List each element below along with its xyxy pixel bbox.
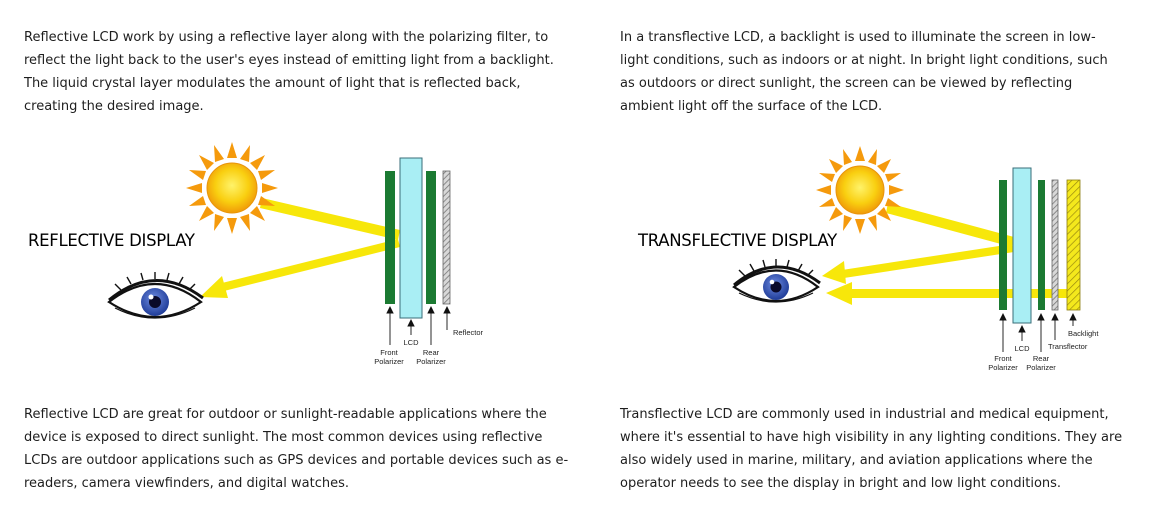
backlight-light-ray (850, 289, 1068, 298)
lcd-layer (399, 157, 423, 319)
rear-polarizer-label-line1: Rear (423, 348, 440, 357)
front-polarizer-layer (999, 180, 1007, 310)
transflective-intro-text: In a transflective LCD, a backlight is u… (620, 30, 1108, 114)
sun-icon (186, 142, 278, 234)
reflector-label: Reflector (453, 328, 484, 337)
reflective-intro-text: Reflective LCD work by using a reflectiv… (24, 30, 554, 114)
lcd-label: LCD (1014, 344, 1030, 353)
reflective-outro-text: Reflective LCD are great for outdoor or … (24, 407, 569, 491)
transflective-diagram: TRANSFLECTIVE DISPLAY Front Polarizer LC… (637, 146, 1099, 372)
front-polarizer-label-line1: Front (994, 354, 1012, 363)
front-polarizer-layer (385, 171, 395, 304)
reflective-display-title: REFLECTIVE DISPLAY (28, 231, 196, 250)
backlight-layer (1066, 179, 1081, 311)
eye-icon (107, 272, 204, 319)
lcd-layer (1012, 167, 1032, 324)
reflector-layer (442, 170, 451, 305)
rear-polarizer-label-line2: Polarizer (416, 357, 446, 366)
rear-polarizer-layer (426, 171, 436, 304)
lcd-label: LCD (403, 338, 419, 347)
reflective-diagram: REFLECTIVE DISPLAY Front Polarizer LCD R… (28, 142, 484, 366)
transflective-outro-text: Transflective LCD are commonly used in i… (620, 407, 1123, 491)
backlight-ray-arrowhead (826, 282, 852, 305)
reflected-ray-arrowhead (822, 261, 846, 284)
reflected-light-ray (842, 244, 1014, 278)
transflective-display-title: TRANSFLECTIVE DISPLAY (637, 231, 838, 250)
front-polarizer-label-line1: Front (380, 348, 398, 357)
reflected-ray-arrowhead (200, 276, 228, 298)
rear-polarizer-label-line1: Rear (1033, 354, 1050, 363)
front-polarizer-label-line2: Polarizer (374, 357, 404, 366)
rear-polarizer-layer (1038, 180, 1045, 310)
reflected-light-ray (222, 239, 400, 291)
backlight-label: Backlight (1068, 329, 1099, 338)
transflector-layer (1051, 179, 1059, 311)
front-polarizer-label-line2: Polarizer (988, 363, 1018, 372)
sun-icon (816, 146, 904, 234)
incoming-light-ray (260, 198, 400, 240)
transflector-label: Transflector (1048, 342, 1088, 351)
rear-polarizer-label-line2: Polarizer (1026, 363, 1056, 372)
eye-icon (732, 259, 821, 303)
incoming-light-ray (886, 203, 1014, 247)
